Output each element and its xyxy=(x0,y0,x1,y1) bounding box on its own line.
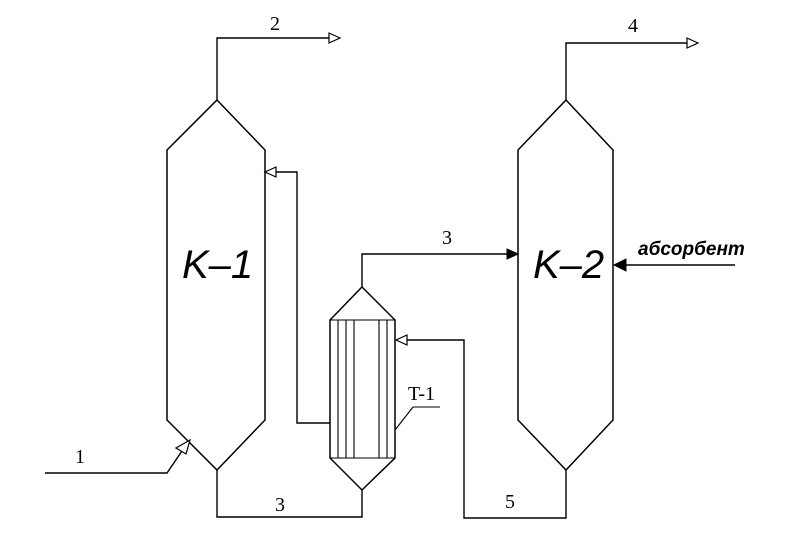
recycle-to-k1-line xyxy=(275,171,330,424)
absorbent-arrowhead xyxy=(612,258,627,272)
stream-4-line xyxy=(565,42,688,100)
stream-2-label: 2 xyxy=(270,13,280,35)
stream-5-label: 5 xyxy=(505,491,515,513)
recycle-to-k1-arrowhead xyxy=(263,166,277,178)
stream-1-arrowhead xyxy=(174,438,191,455)
stream-3-top-arrowhead xyxy=(506,248,520,260)
heat-exchanger-t1 xyxy=(329,285,396,492)
stream-3-bottom-line xyxy=(216,470,363,518)
stream-1-label: 1 xyxy=(75,446,85,468)
stream-2-arrowhead xyxy=(328,32,342,44)
stream-5-arrowhead xyxy=(394,334,408,346)
column-k1-label: K–1 xyxy=(182,243,253,287)
stream-3-bottom-label: 3 xyxy=(275,494,285,516)
stream-5-line xyxy=(406,339,567,519)
stream-4-label: 4 xyxy=(628,15,638,37)
exchanger-label: T-1 xyxy=(408,383,435,405)
stream-2-line xyxy=(216,37,330,100)
column-k2-label: K–2 xyxy=(533,243,604,287)
exchanger-label-leader xyxy=(394,406,414,431)
stream-4-arrowhead xyxy=(686,37,700,49)
stream-3-top-label: 3 xyxy=(442,227,452,249)
stream-1-line xyxy=(45,447,185,474)
absorbent-label: абсорбент xyxy=(638,239,745,260)
stream-3-top-line xyxy=(361,253,507,287)
